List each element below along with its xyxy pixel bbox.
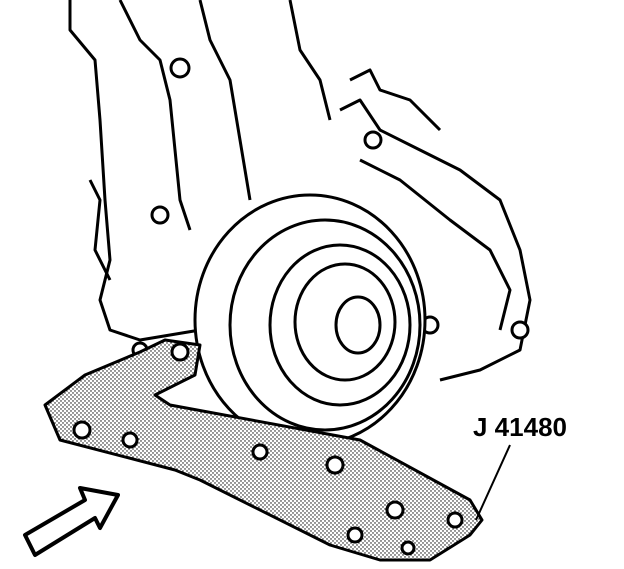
bolt-icon-1 (169, 57, 191, 79)
bolt-icon-4 (150, 205, 170, 225)
seal-housing (193, 193, 427, 447)
direction-arrow-icon (23, 486, 120, 557)
callout-label: J 41480 (473, 412, 567, 442)
alignment-fixture-plate (43, 338, 484, 562)
engine-block (68, 0, 532, 382)
bolt-icon-3 (510, 320, 530, 340)
callout-leader (475, 444, 511, 521)
bolt-icon-2 (363, 130, 383, 150)
